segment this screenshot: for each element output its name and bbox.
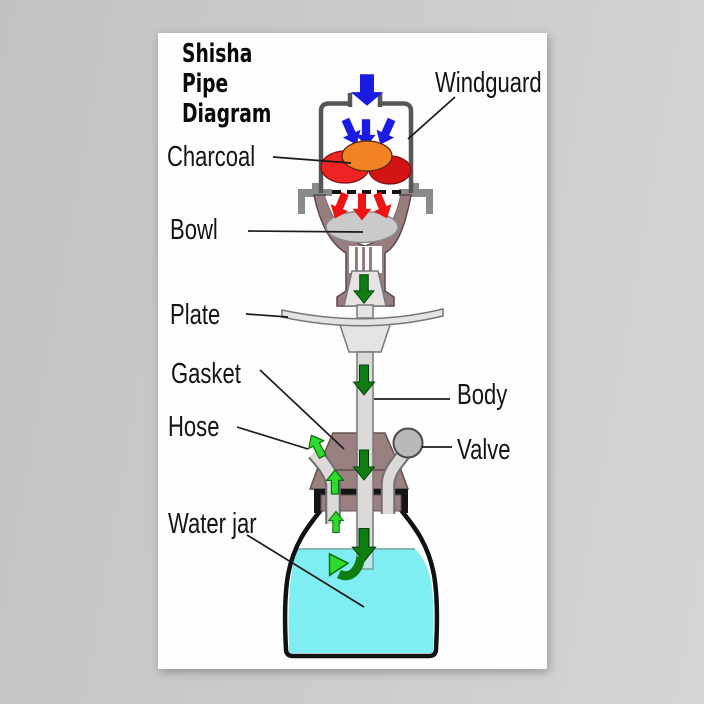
callout-hose — [236, 426, 309, 450]
label-bowl: Bowl — [170, 214, 218, 246]
callout-water-jar — [246, 534, 365, 608]
heat-arrows-icon — [326, 189, 396, 223]
callout-plate — [245, 313, 289, 318]
label-valve: Valve — [457, 434, 511, 466]
label-charcoal: Charcoal — [167, 141, 256, 173]
jar-neck-left — [314, 489, 321, 513]
title-line-2: Pipe — [182, 69, 229, 99]
callout-windguard — [407, 96, 456, 140]
water-jar-outline — [282, 508, 440, 659]
callout-bowl — [247, 230, 364, 233]
poster-title: Shisha Pipe Diagram — [182, 39, 271, 129]
bowl-stem-holes — [349, 246, 382, 273]
saucer-bracket — [298, 183, 433, 214]
jar-neck-right — [401, 489, 408, 513]
shisha-diagram-poster: Shisha Pipe Diagram Charcoal Windguard B… — [158, 33, 547, 669]
valve-knob — [392, 427, 424, 459]
title-line-1: Shisha — [182, 39, 253, 69]
label-gasket: Gasket — [171, 358, 241, 390]
plate-stem-tube — [356, 304, 374, 319]
title-line-3: Diagram — [182, 99, 272, 129]
label-windguard: Windguard — [435, 67, 542, 99]
label-hose: Hose — [168, 411, 220, 443]
charcoal-center — [341, 140, 393, 172]
label-water-jar: Water jar — [168, 508, 257, 540]
diagram-canvas — [236, 74, 456, 659]
bubble-arrow-icon — [328, 552, 366, 581]
callout-charcoal — [272, 156, 352, 164]
label-plate: Plate — [170, 299, 221, 331]
callout-lines — [236, 96, 456, 608]
funnel-shape — [337, 321, 393, 353]
label-body: Body — [457, 379, 508, 411]
callout-gasket — [259, 369, 345, 450]
water — [288, 549, 434, 653]
charcoal-pieces — [320, 140, 412, 185]
plate-shape — [281, 308, 444, 327]
windguard-shape — [318, 93, 414, 193]
